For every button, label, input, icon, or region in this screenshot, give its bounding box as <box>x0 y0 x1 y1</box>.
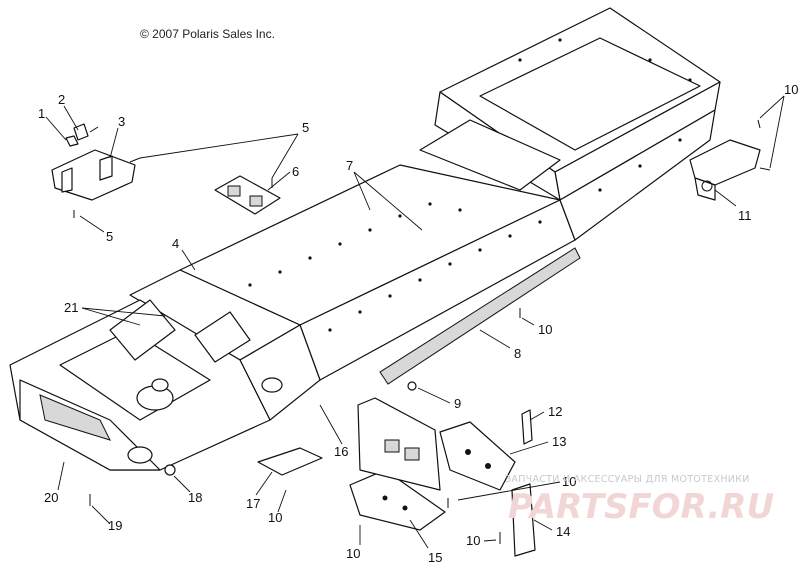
callout-5-upper: 5 <box>302 120 309 135</box>
leader-lines <box>45 95 785 549</box>
chassis-frame <box>9 7 721 471</box>
part-13-heat-shield <box>439 421 516 491</box>
part-12-strap <box>521 409 533 445</box>
callout-2: 2 <box>58 92 65 107</box>
part-3-bracket <box>51 149 136 201</box>
callout-15: 15 <box>428 550 442 565</box>
callout-10-shield: 10 <box>562 474 576 489</box>
callout-7: 7 <box>346 158 353 173</box>
watermark-tagline: ЗАПЧАСТИ И АКСЕССУАРЫ ДЛЯ МОТОТЕХНИКИ <box>505 474 750 485</box>
part-11-bracket <box>689 139 761 201</box>
watermark: ЗАПЧАСТИ И АКСЕССУАРЫ ДЛЯ МОТОТЕХНИКИ PA… <box>505 474 774 527</box>
part-18-grommet <box>164 464 176 476</box>
callout-5-lower: 5 <box>106 229 113 244</box>
callout-6: 6 <box>292 164 299 179</box>
callout-11: 11 <box>738 208 752 223</box>
callout-13: 13 <box>552 434 566 449</box>
callout-14: 14 <box>556 524 570 539</box>
part-14-guard <box>511 483 536 557</box>
copyright-text: © 2007 Polaris Sales Inc. <box>140 27 275 41</box>
callout-20: 20 <box>44 490 58 505</box>
callout-19: 19 <box>108 518 122 533</box>
callout-16: 16 <box>334 444 348 459</box>
callout-10-panel: 10 <box>268 510 282 525</box>
part-6-vent <box>214 175 281 215</box>
part-9-fastener <box>407 381 417 391</box>
callout-4: 4 <box>172 236 179 251</box>
running-board-rail <box>379 247 581 385</box>
callout-12: 12 <box>548 404 562 419</box>
part-2-clip <box>73 123 89 141</box>
callout-9: 9 <box>454 396 461 411</box>
callout-10-tunnel: 10 <box>538 322 552 337</box>
callout-3: 3 <box>118 114 125 129</box>
callout-1: 1 <box>38 106 45 121</box>
part-17-panel <box>257 447 323 476</box>
callout-10-plate: 10 <box>346 546 360 561</box>
callout-21: 21 <box>64 300 78 315</box>
part-1-clip <box>65 135 79 147</box>
watermark-logo: PARTSFOR.RU <box>508 487 774 527</box>
callout-10-guard: 10 <box>466 533 480 548</box>
callout-8: 8 <box>514 346 521 361</box>
callout-10-rear: 10 <box>784 82 798 97</box>
tunnel-holes <box>248 38 692 332</box>
callout-18: 18 <box>188 490 202 505</box>
callout-17: 17 <box>246 496 260 511</box>
bolt-fasteners <box>73 119 771 544</box>
callout-labels: 1 2 3 4 5 5 6 7 8 9 10 10 10 10 10 10 11… <box>38 82 798 565</box>
part-16-cover <box>357 397 441 491</box>
